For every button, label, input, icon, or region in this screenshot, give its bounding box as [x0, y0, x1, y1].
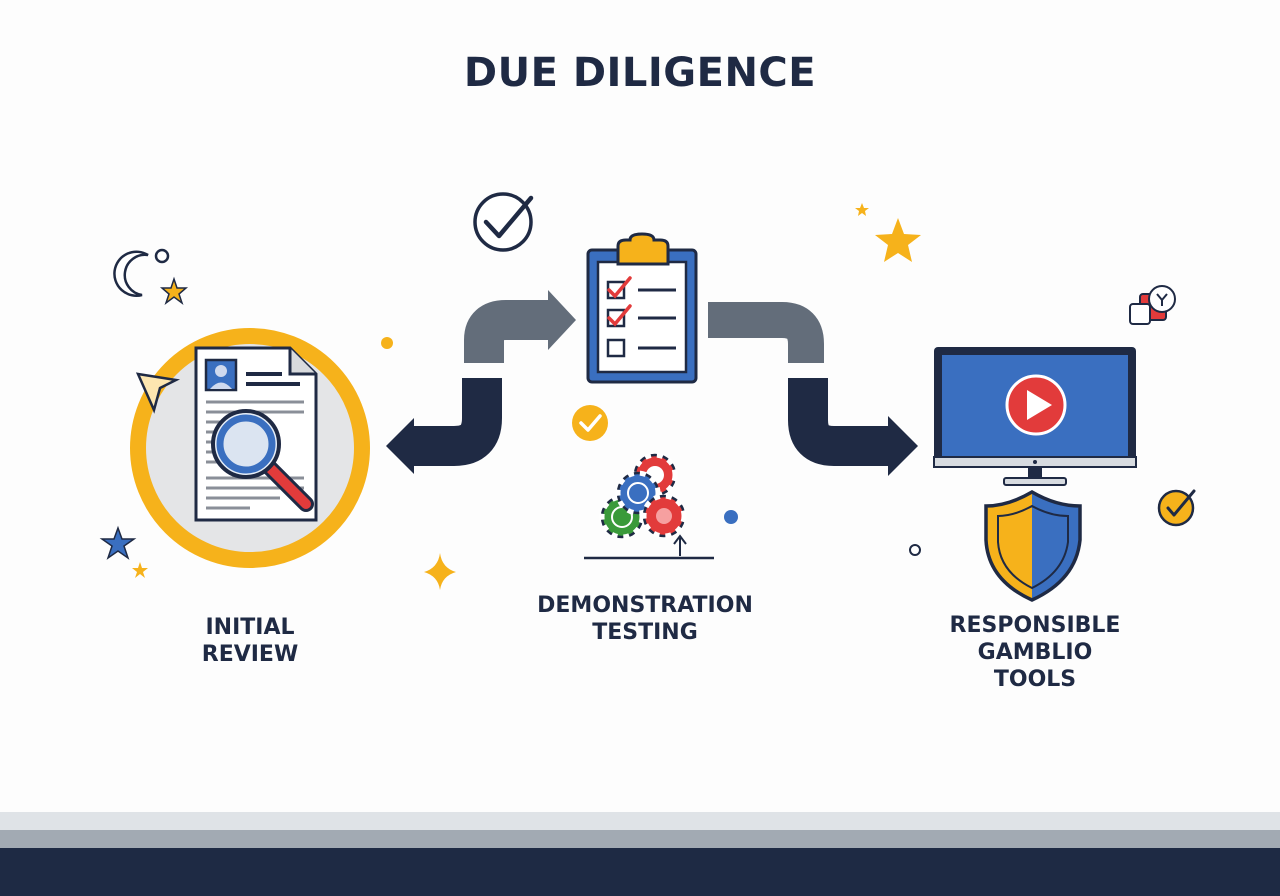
connector-arrows	[386, 290, 918, 476]
checklist-clipboard-icon	[586, 232, 698, 384]
star-icon	[855, 203, 869, 216]
check-circle-icon	[473, 192, 534, 252]
initial-review-icon	[130, 328, 370, 568]
dot-icon	[909, 544, 921, 556]
check-badge-icon	[572, 405, 608, 441]
star-icon	[99, 525, 137, 560]
decorations-right	[855, 203, 1196, 556]
star-icon	[159, 276, 189, 306]
sparkle-icon	[424, 553, 456, 590]
decorations-left	[99, 248, 456, 590]
page-title: DUE DILIGENCE	[463, 50, 817, 96]
cursor-icon	[135, 372, 181, 414]
step-label-responsible-gamblio-tools: RESPONSIBLE GAMBLIO TOOLS	[949, 613, 1121, 692]
monitor-play-icon	[933, 347, 1137, 486]
game-cards-icon	[1129, 285, 1176, 325]
step-label-initial-review: INITIAL REVIEW	[201, 615, 299, 667]
dot-icon	[381, 337, 393, 349]
casino-chips-icon	[584, 452, 738, 560]
step-label-demonstration-testing: DEMONSTRATION TESTING	[537, 593, 753, 645]
shield-icon	[984, 489, 1082, 602]
footer-band-mid	[0, 830, 1280, 848]
footer-band-dark	[0, 848, 1280, 896]
check-badge-icon	[1157, 489, 1196, 527]
star-icon	[132, 562, 148, 578]
footer-band-light	[0, 812, 1280, 830]
star-icon	[875, 218, 921, 262]
moon-icon	[113, 250, 149, 297]
